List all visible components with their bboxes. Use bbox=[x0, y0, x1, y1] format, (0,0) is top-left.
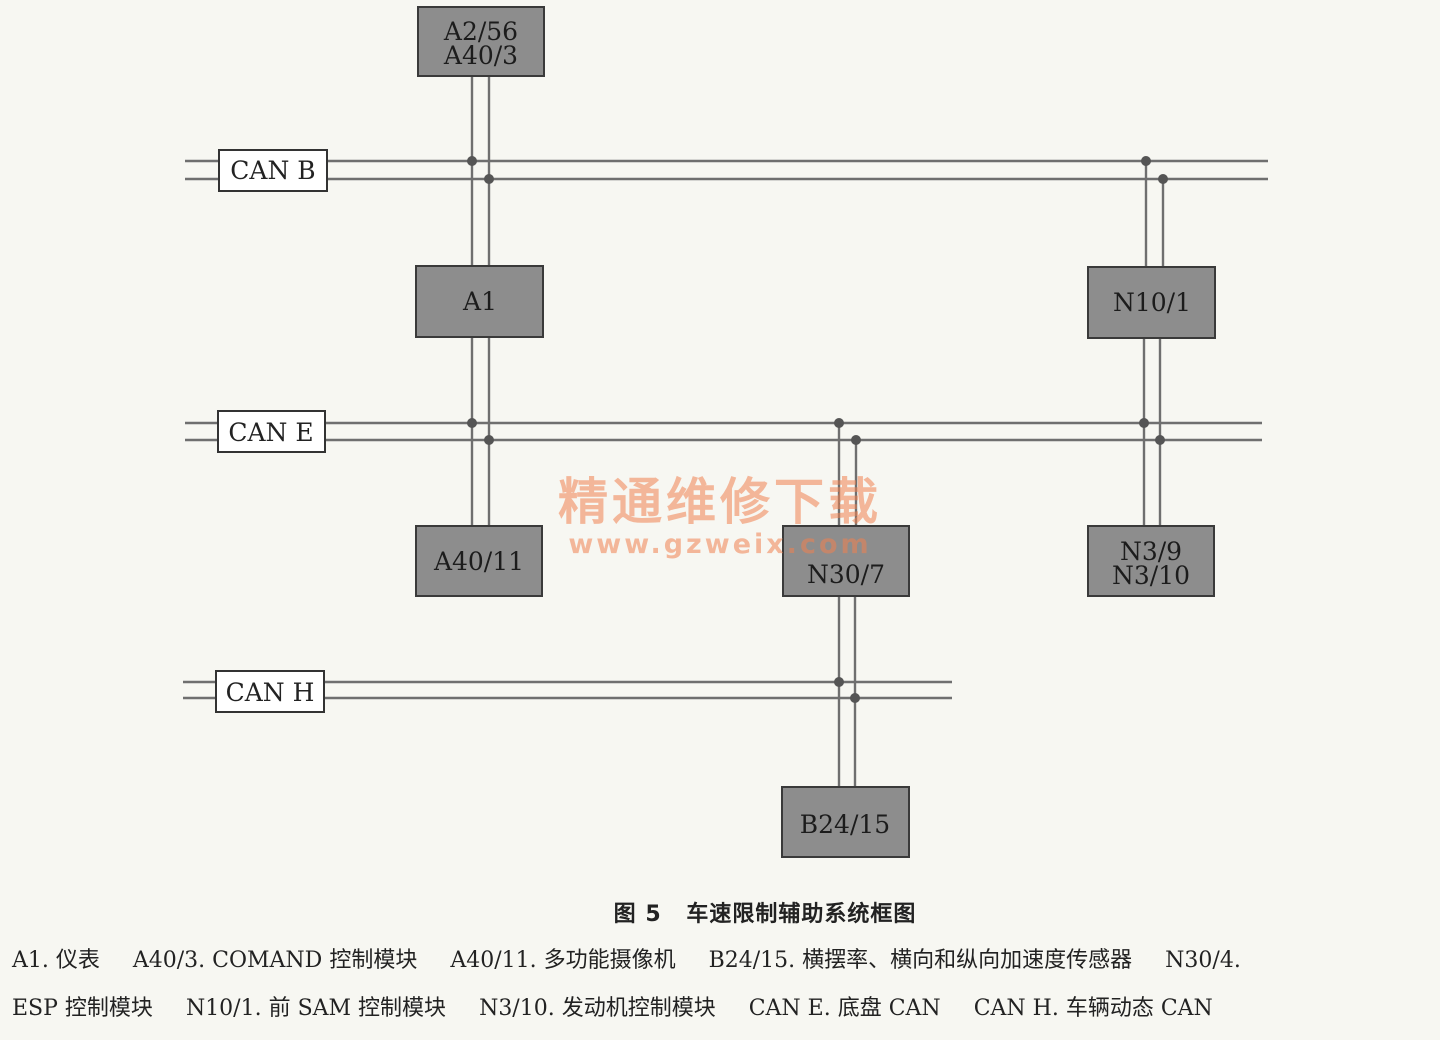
legend-line-1: A1. 仪表 A40/3. COMAND 控制模块 A40/11. 多功能摄像机… bbox=[12, 946, 1432, 976]
legend-item: N10/1. 前 SAM 控制模块 bbox=[185, 996, 447, 1021]
junction-dot bbox=[467, 418, 477, 428]
svg-text:CAN B: CAN B bbox=[230, 156, 315, 185]
connector-a2-56-to-can-b bbox=[470, 76, 491, 179]
figure-title: 车速限制辅助系统框图 bbox=[686, 902, 917, 927]
legend-item: A40/3. COMAND 控制模块 bbox=[132, 948, 418, 973]
can-b-bus bbox=[185, 159, 1268, 181]
svg-text:A40/3: A40/3 bbox=[443, 41, 518, 70]
figure-number: 图 5 bbox=[613, 902, 662, 927]
junction-dot bbox=[834, 418, 844, 428]
module-n3-9-n3-10: N3/9 N3/10 bbox=[1087, 525, 1215, 597]
junction-dot bbox=[484, 435, 494, 445]
junction-dot bbox=[850, 693, 860, 703]
can-b-label: CAN B bbox=[218, 149, 328, 192]
svg-text:N30/7: N30/7 bbox=[807, 560, 885, 589]
svg-text:CAN H: CAN H bbox=[226, 678, 315, 707]
legend-item: N3/10. 发动机控制模块 bbox=[479, 996, 716, 1021]
module-n30-7: N30/7 bbox=[782, 525, 910, 597]
module-b24-15: B24/15 bbox=[781, 786, 910, 858]
svg-text:A2/56: A2/56 bbox=[443, 17, 518, 46]
junction-dot bbox=[1158, 174, 1168, 184]
svg-text:N10/1: N10/1 bbox=[1113, 288, 1191, 317]
connector-a1-to-a40-11 bbox=[470, 337, 491, 526]
connector-n10-1-to-n3-9 bbox=[1142, 338, 1162, 526]
legend-item: A1. 仪表 bbox=[12, 948, 100, 973]
legend-item: CAN E. 底盘 CAN bbox=[748, 996, 941, 1021]
legend-item: A40/11. 多功能摄像机 bbox=[450, 948, 676, 973]
connector-can-b-to-n10-1 bbox=[1144, 161, 1165, 267]
can-e-label: CAN E bbox=[217, 410, 326, 453]
svg-text:CAN E: CAN E bbox=[228, 418, 313, 447]
legend-line-2: ESP 控制模块 N10/1. 前 SAM 控制模块 N3/10. 发动机控制模… bbox=[12, 994, 1432, 1024]
legend-item: ESP 控制模块 bbox=[12, 996, 153, 1021]
legend-item: B24/15. 横摆率、横向和纵向加速度传感器 bbox=[708, 948, 1133, 973]
junction-dot bbox=[484, 174, 494, 184]
module-a2-56-a40-3: A2/56 A40/3 bbox=[417, 6, 545, 77]
junction-dot bbox=[1139, 418, 1149, 428]
connector-can-e-to-n30-7 bbox=[837, 423, 858, 526]
module-a1: A1 bbox=[415, 265, 544, 338]
connector-n30-7-to-b24-15 bbox=[837, 596, 857, 787]
module-n10-1: N10/1 bbox=[1087, 266, 1216, 339]
svg-text:A40/11: A40/11 bbox=[433, 547, 524, 576]
legend-item: CAN H. 车辆动态 CAN bbox=[973, 996, 1213, 1021]
junction-dot bbox=[1155, 435, 1165, 445]
junction-dots bbox=[467, 156, 1168, 703]
junction-dot bbox=[467, 156, 477, 166]
connector-can-b-to-a1 bbox=[470, 161, 491, 266]
can-e-bus bbox=[185, 421, 1262, 442]
svg-text:A1: A1 bbox=[462, 287, 497, 316]
can-h-label: CAN H bbox=[215, 670, 325, 713]
junction-dot bbox=[851, 435, 861, 445]
svg-text:N3/10: N3/10 bbox=[1112, 561, 1190, 590]
svg-text:N3/9: N3/9 bbox=[1120, 537, 1182, 566]
junction-dot bbox=[1141, 156, 1151, 166]
junction-dot bbox=[834, 677, 844, 687]
legend-item: N30/4. bbox=[1165, 948, 1241, 973]
svg-text:B24/15: B24/15 bbox=[800, 810, 890, 839]
can-network-diagram: CAN B CAN E CAN H A2/56 A40/3 A1 N10/1 A… bbox=[183, 6, 1268, 858]
module-a40-11: A40/11 bbox=[415, 525, 543, 597]
figure-caption: 图 5 车速限制辅助系统框图 bbox=[0, 896, 1440, 928]
